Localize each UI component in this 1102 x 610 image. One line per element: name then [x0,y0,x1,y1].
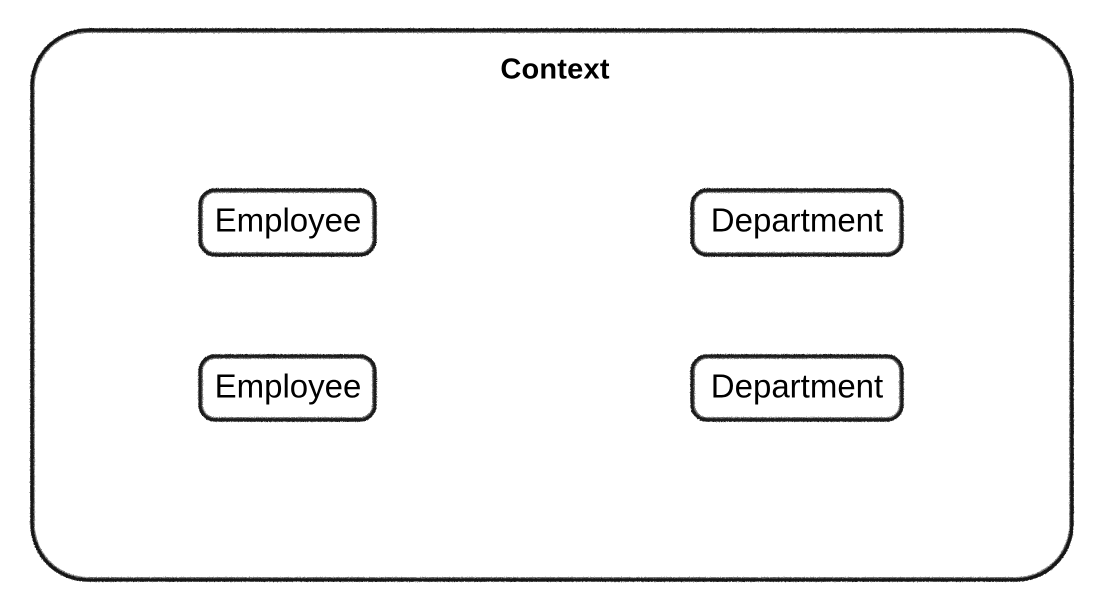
node-employee-1[interactable]: Employee [198,188,377,257]
context-container-outline-pass2 [31,29,1073,581]
node-employee-1-label: Employee [215,202,362,239]
node-department-1-label: Department [711,202,883,239]
context-container-outline [30,28,1074,582]
node-department-2[interactable]: Department [690,354,904,422]
node-department-2-outline-pass2 [691,355,903,421]
diagram-row-2: Employee Department [198,354,904,422]
node-department-1[interactable]: Department [690,188,904,257]
context-title: Context [500,54,609,86]
node-employee-2[interactable]: Employee [198,354,377,422]
node-department-2-label: Department [711,368,883,405]
diagram-row-1: Employee Department [198,188,904,257]
node-department-1-outline-pass2 [691,189,903,256]
node-employee-2-outline-pass2 [199,355,376,421]
node-employee-2-label: Employee [215,368,362,405]
context-container[interactable]: Context [30,28,1074,582]
node-employee-1-outline-pass2 [199,189,376,256]
